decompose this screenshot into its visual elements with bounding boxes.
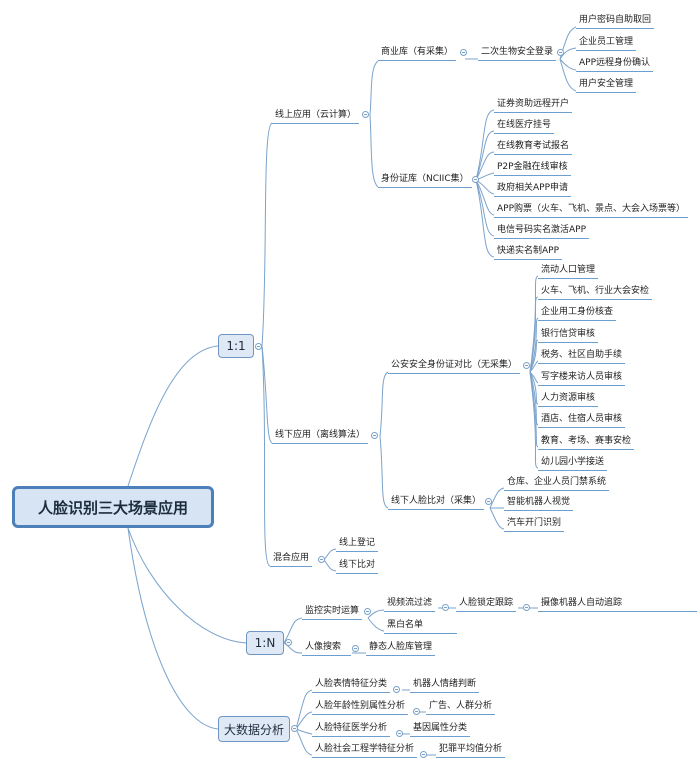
list-item[interactable]: 用户密码自助取回 <box>576 12 655 29</box>
collapse-icon[interactable] <box>285 639 292 646</box>
node-face-compare[interactable]: 线下人脸比对（采集） <box>388 493 485 510</box>
node-online[interactable]: 线上应用（云计算） <box>272 107 360 124</box>
node-realtime-monitor[interactable]: 监控实时运算 <box>302 603 363 620</box>
list-item[interactable]: 教育、考场、赛事安检 <box>538 433 635 450</box>
hub-big-data[interactable]: 大数据分析 <box>218 716 290 742</box>
list-item[interactable]: P2P金融在线审核 <box>494 159 571 176</box>
list-item[interactable]: 幼儿园小学接送 <box>538 454 608 471</box>
collapse-icon[interactable] <box>557 49 564 56</box>
collapse-icon[interactable] <box>393 686 400 693</box>
list-item[interactable]: 在线医疗挂号 <box>494 117 555 134</box>
collapse-icon[interactable] <box>413 708 420 715</box>
node-expression-class[interactable]: 人脸表情特征分类 <box>312 676 391 693</box>
list-item[interactable]: 仓库、企业人员门禁系统 <box>504 474 610 491</box>
hub-1-n[interactable]: 1:N <box>246 631 284 655</box>
hub-1-1[interactable]: 1:1 <box>218 334 254 358</box>
list-item[interactable]: 流动人口管理 <box>538 262 599 279</box>
list-item[interactable]: 火车、飞机、行业大会安检 <box>538 283 653 300</box>
list-item[interactable]: 证券资助远程开户 <box>494 96 573 113</box>
list-item[interactable]: 人力资源审核 <box>538 390 599 407</box>
list-item[interactable]: 静态人脸库管理 <box>366 639 436 656</box>
list-item[interactable]: 酒店、住宿人员审核 <box>538 411 626 428</box>
list-item[interactable]: APP远程身份确认 <box>576 55 654 72</box>
node-video-filter[interactable]: 视频流过滤 <box>384 595 436 612</box>
node-medical-analysis[interactable]: 人脸特征医学分析 <box>312 720 391 737</box>
collapse-icon[interactable] <box>396 730 403 737</box>
collapse-icon[interactable] <box>472 176 479 183</box>
list-item[interactable]: 政府相关APP申请 <box>494 180 572 197</box>
list-item[interactable]: 用户安全管理 <box>576 76 637 93</box>
collapse-icon[interactable] <box>523 362 530 369</box>
node-portrait-search[interactable]: 人像搜索 <box>302 639 352 656</box>
list-item[interactable]: 广告、人群分析 <box>426 698 496 715</box>
node-offline[interactable]: 线下应用（离线算法） <box>272 427 369 444</box>
collapse-icon[interactable] <box>420 751 427 758</box>
list-item[interactable]: 犯罪平均值分析 <box>436 741 506 758</box>
list-item[interactable]: APP购票（火车、飞机、景点、大会入场票等） <box>494 201 689 218</box>
node-mixed[interactable]: 混合应用 <box>270 550 313 567</box>
list-item[interactable]: 智能机器人视觉 <box>504 494 574 511</box>
list-item[interactable]: 电信号码实名激活APP <box>494 222 590 239</box>
list-item[interactable]: 摄像机器人自动追踪 <box>538 595 697 612</box>
list-item[interactable]: 基因属性分类 <box>410 720 471 737</box>
list-item[interactable]: 汽车开门识别 <box>504 515 565 532</box>
list-item[interactable]: 企业员工管理 <box>576 34 637 51</box>
list-item[interactable]: 银行信贷审核 <box>538 326 599 343</box>
list-item[interactable]: 快递实名制APP <box>494 243 563 260</box>
collapse-icon[interactable] <box>318 556 325 563</box>
collapse-icon[interactable] <box>291 725 298 732</box>
list-item[interactable]: 线下比对 <box>336 557 379 574</box>
collapse-icon[interactable] <box>485 498 492 505</box>
list-item[interactable]: 写字楼来访人员审核 <box>538 369 626 386</box>
node-commercial-db[interactable]: 商业库（有采集） <box>378 44 457 61</box>
collapse-icon[interactable] <box>523 604 530 611</box>
root-node[interactable]: 人脸识别三大场景应用 <box>12 486 214 528</box>
collapse-icon[interactable] <box>255 343 262 350</box>
node-face-tracking[interactable]: 人脸锁定跟踪 <box>456 595 517 612</box>
collapse-icon[interactable] <box>364 608 371 615</box>
list-item[interactable]: 企业用工身份核查 <box>538 304 617 321</box>
node-identity-db[interactable]: 身份证库（NCIIC集） <box>378 171 472 188</box>
list-item[interactable]: 机器人情绪判断 <box>410 676 480 693</box>
node-police-compare[interactable]: 公安安全身份证对比（无采集） <box>388 357 521 374</box>
list-item[interactable]: 税务、社区自助手续 <box>538 347 626 364</box>
node-second-login[interactable]: 二次生物安全登录 <box>478 44 557 61</box>
list-item[interactable]: 线上登记 <box>336 535 379 552</box>
list-item[interactable]: 在线教育考试报名 <box>494 138 573 155</box>
node-social-analysis[interactable]: 人脸社会工程学特征分析 <box>312 741 418 758</box>
collapse-icon[interactable] <box>362 111 369 118</box>
collapse-icon[interactable] <box>371 432 378 439</box>
node-blacklist[interactable]: 黑白名单 <box>384 617 458 634</box>
node-age-gender[interactable]: 人脸年龄性别属性分析 <box>312 698 409 715</box>
collapse-icon[interactable] <box>352 645 359 652</box>
collapse-icon[interactable] <box>442 604 449 611</box>
collapse-icon[interactable] <box>460 49 467 56</box>
